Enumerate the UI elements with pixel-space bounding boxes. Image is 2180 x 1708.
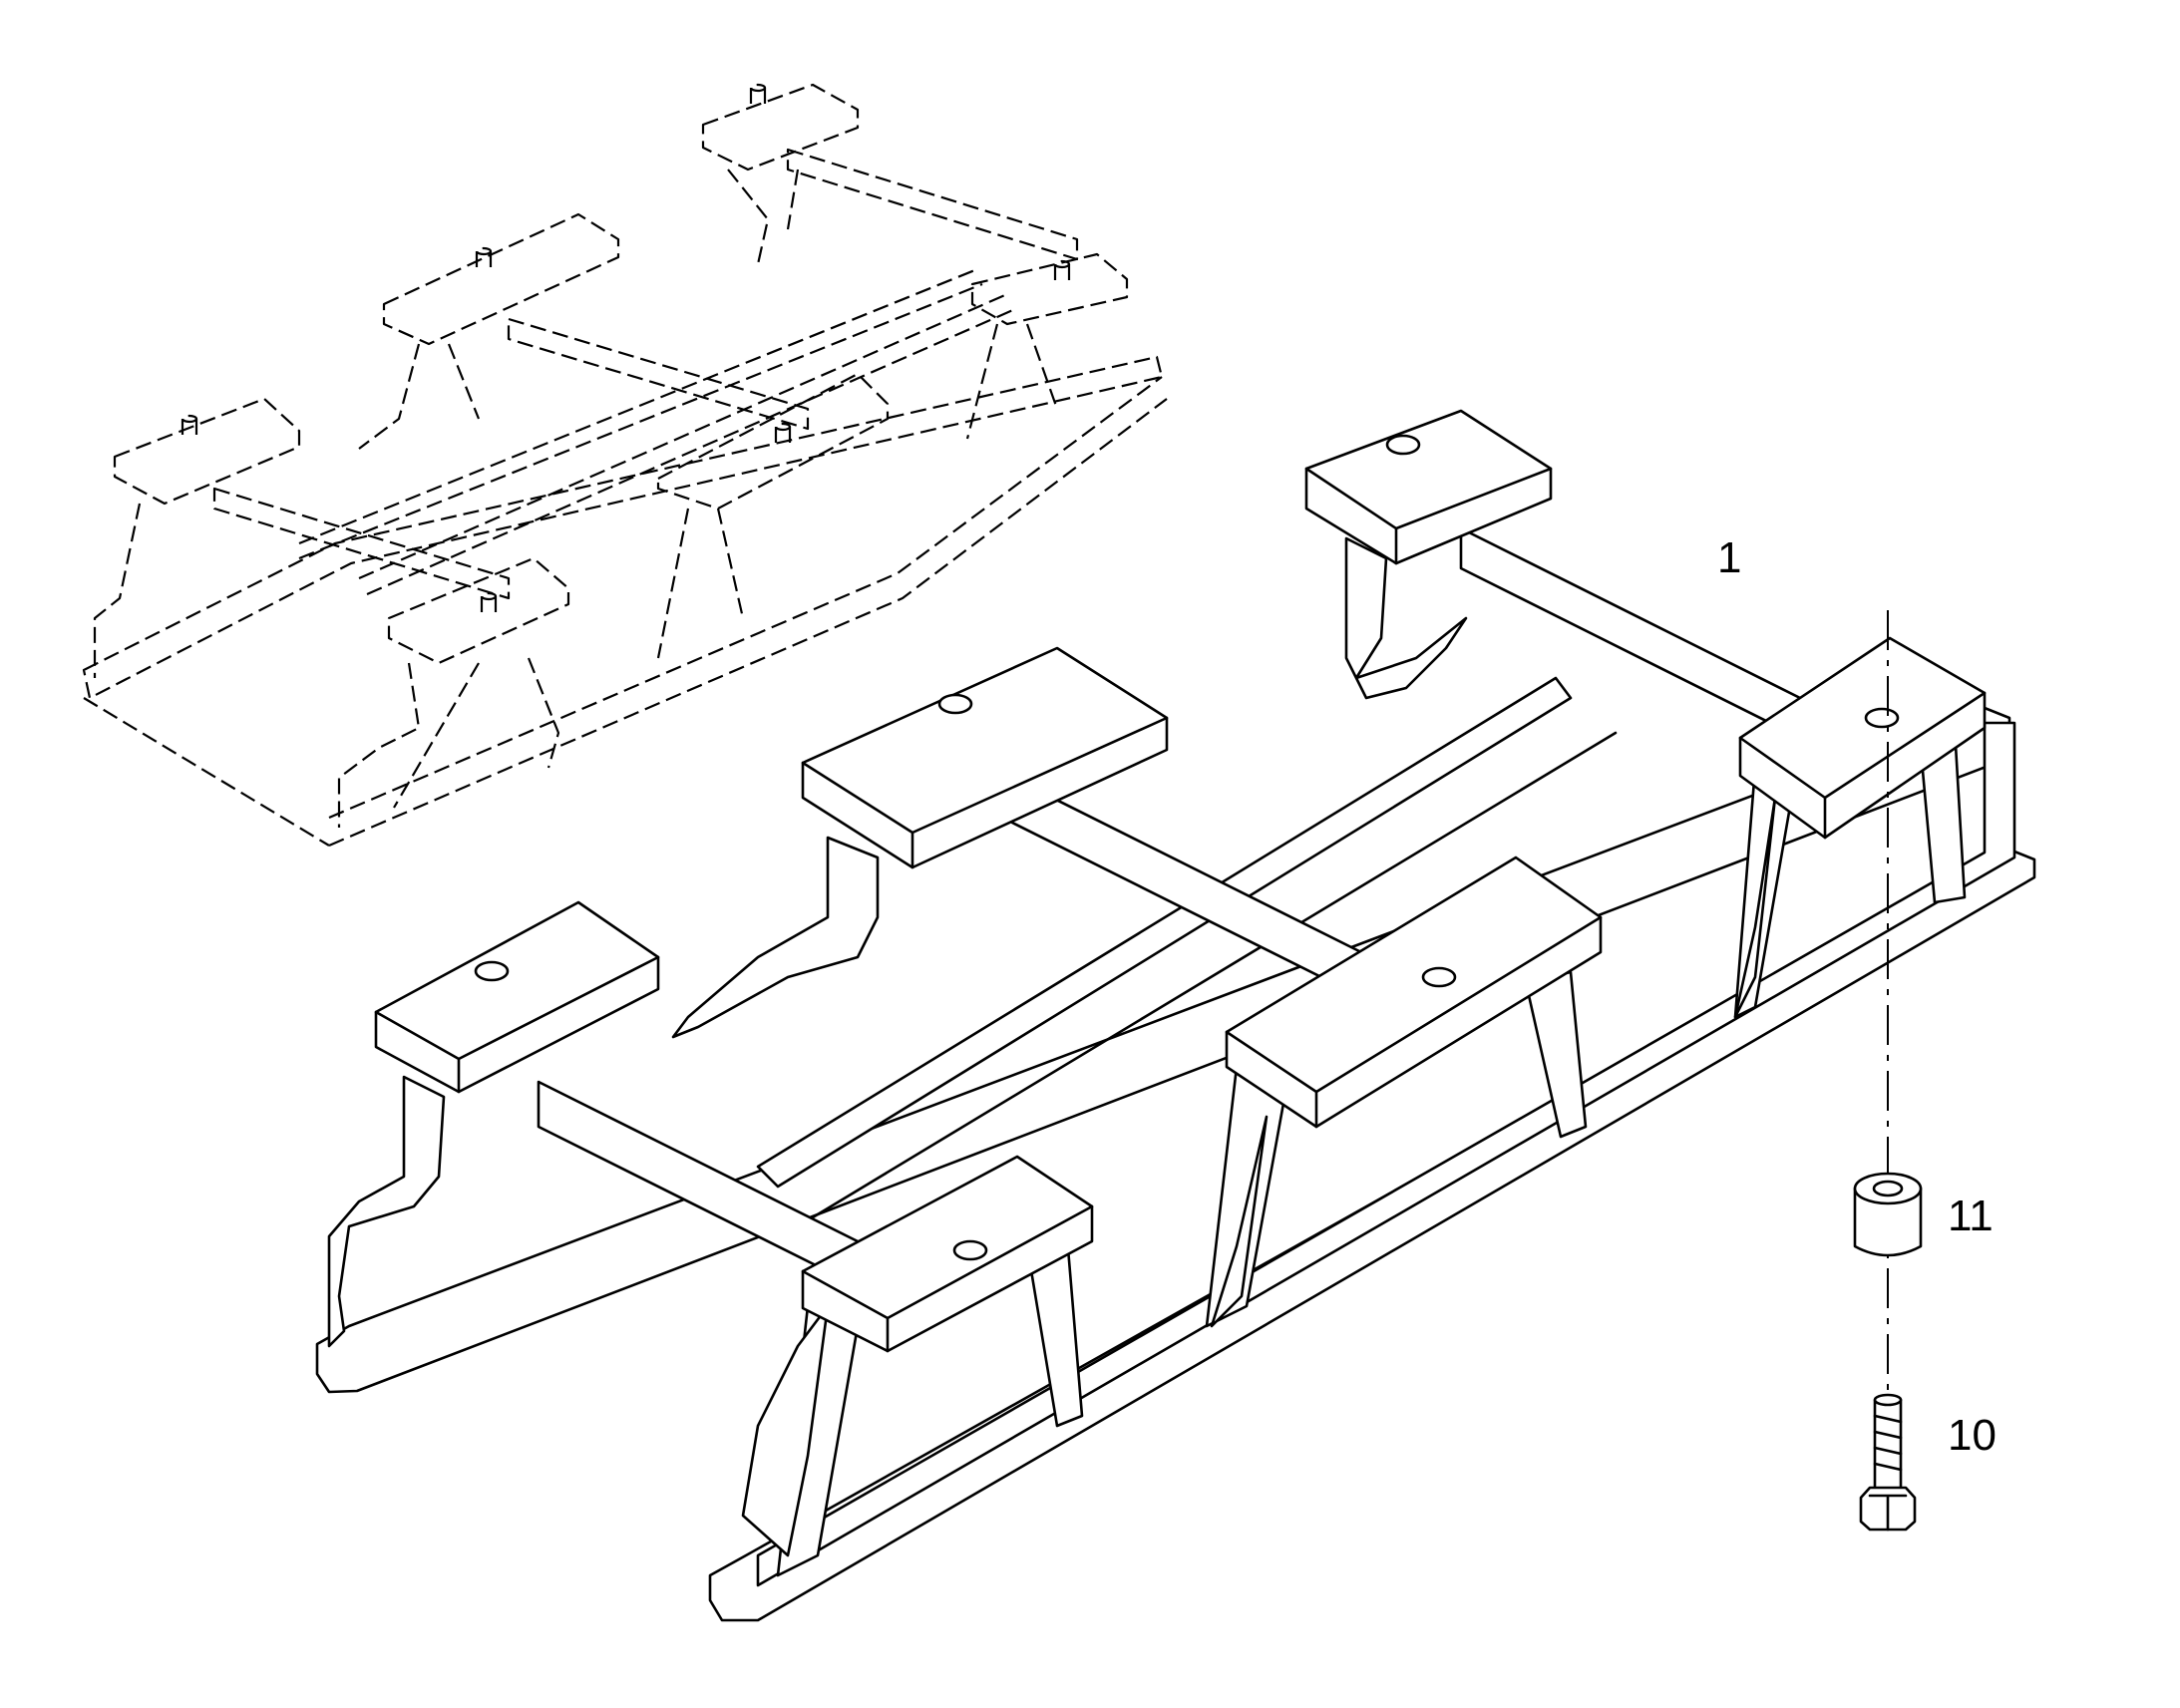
callout-label-spacer: 11: [1948, 1192, 1994, 1240]
spacer-part: [1853, 1172, 1923, 1257]
bolt-part: [1859, 1393, 1917, 1532]
callout-label-bolt: 10: [1948, 1411, 1997, 1460]
track-frame: [315, 409, 2036, 1622]
callout-label-frame: 1: [1717, 533, 1742, 582]
phantom-track-frame: [82, 83, 1168, 848]
